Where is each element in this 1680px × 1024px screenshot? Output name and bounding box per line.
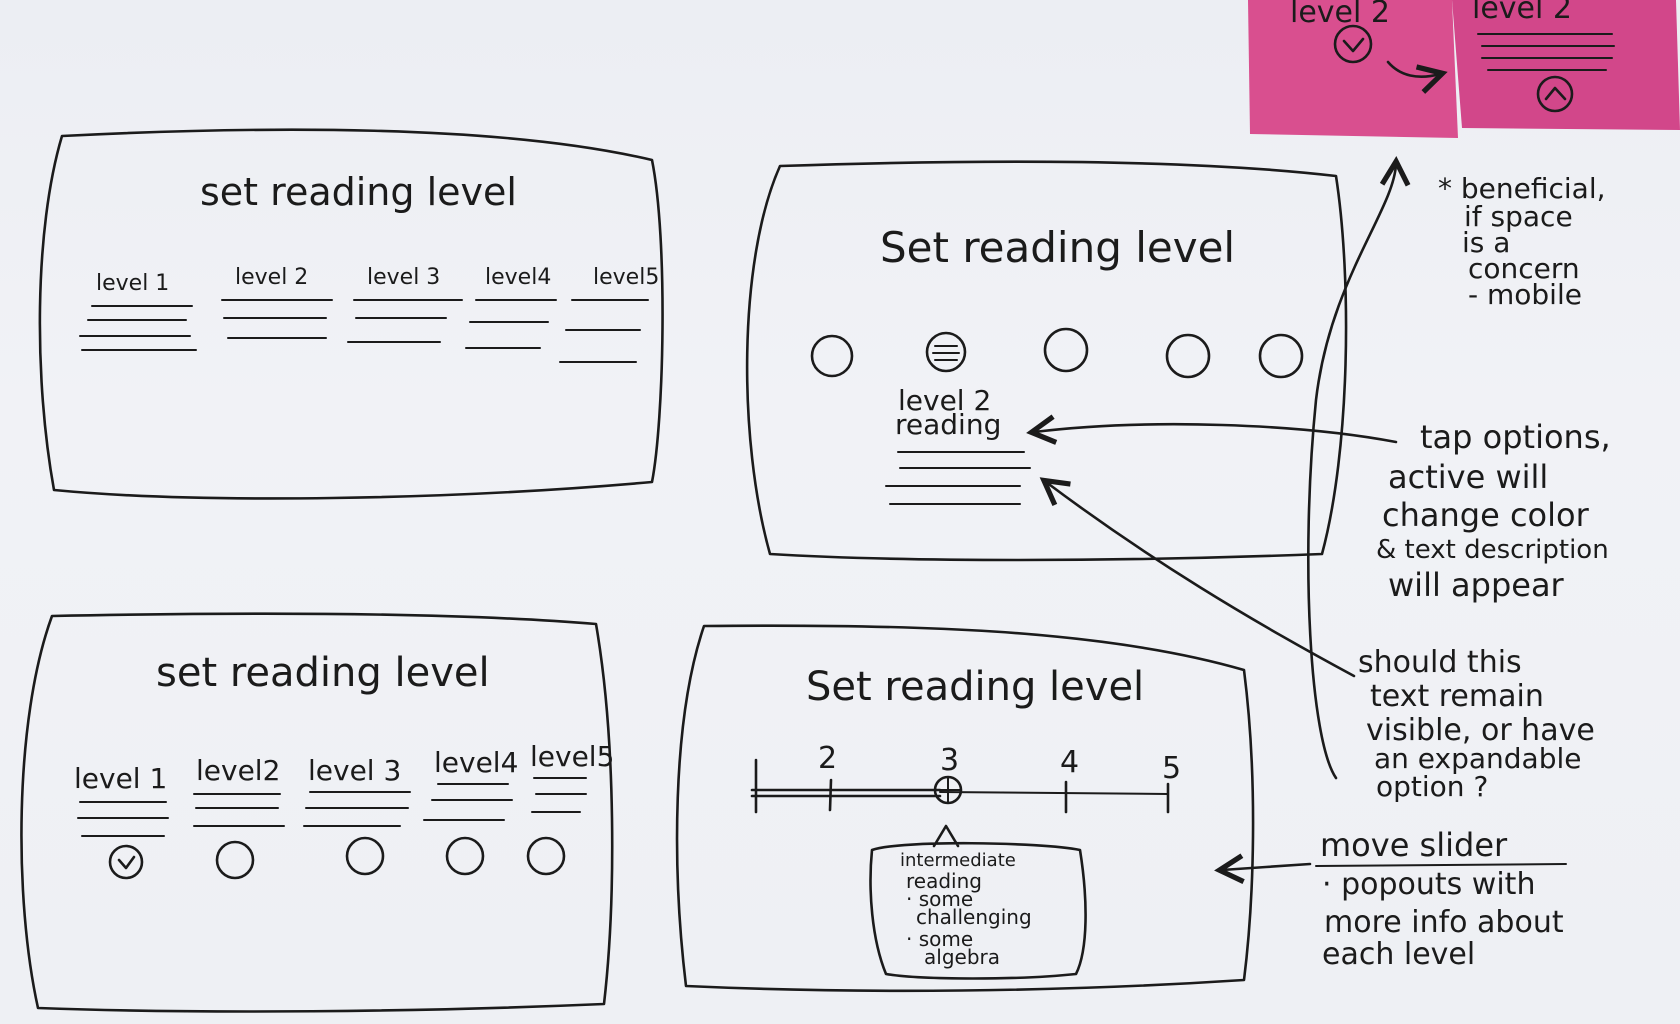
note-slider-line-2: · popouts with — [1322, 867, 1535, 902]
sketch-1-level-2: level 2 — [235, 265, 308, 290]
sketch-3-level-2: level2 — [196, 754, 280, 787]
popout-line-2: reading — [906, 869, 982, 893]
note-tap-line-5: will appear — [1388, 566, 1565, 604]
check-icon — [117, 855, 136, 870]
level-radio-5 — [1258, 333, 1304, 379]
level-radio-2 — [215, 840, 255, 880]
sticky-note-expanded: level 2 — [1452, 0, 1680, 130]
arrow-icon — [1386, 60, 1448, 94]
popout-line-4: challenging — [916, 905, 1032, 929]
level-radio-1 — [810, 334, 854, 378]
note-sticky-line-2: if space — [1464, 200, 1573, 233]
sketch-3-text-lines — [77, 777, 587, 837]
sketch-1-level-5: level5 — [593, 265, 659, 290]
sketch-1-level-4: level4 — [485, 265, 551, 290]
note-question-line-1: should this — [1358, 645, 1522, 680]
arrow-to-sticky — [1307, 156, 1411, 780]
note-slider: move slider · popouts with more info abo… — [1315, 826, 1567, 972]
note-slider-underline — [1315, 863, 1567, 867]
note-sticky-line-4: concern — [1468, 252, 1580, 285]
slider-track — [939, 791, 1169, 795]
arrow-slider — [1214, 853, 1312, 884]
sketch-3-frame: set reading level level 1 level2 level 3… — [20, 612, 614, 1013]
sticky-note-collapsed: level 2 — [1248, 0, 1458, 138]
note-tap-line-2: active will — [1388, 458, 1548, 496]
level-radio-3 — [345, 836, 385, 876]
level-radio-5 — [526, 836, 566, 876]
sticky-left-label: level 2 — [1290, 0, 1390, 30]
sketch-1-level-1: level 1 — [96, 271, 169, 296]
note-tap-line-3: change color — [1382, 496, 1590, 534]
level-radio-4 — [445, 836, 485, 876]
sketch-3-title: set reading level — [156, 650, 490, 696]
note-question-line-4: an expandable — [1374, 742, 1582, 775]
note-question-line-5: option ? — [1376, 770, 1488, 803]
popout-line-3: · some — [906, 887, 973, 911]
note-sticky: * beneficial, if space is a concern - mo… — [1438, 172, 1606, 311]
slider-tick-label-5: 5 — [1162, 751, 1181, 786]
sketch-2-frame: Set reading level level 2 reading — [745, 160, 1348, 562]
level-radio-2-selected — [925, 331, 967, 373]
slider-tick-label-4: 4 — [1060, 745, 1079, 780]
arrow-tap-options — [1026, 414, 1398, 445]
sketch-4-title: Set reading level — [806, 664, 1144, 710]
chevron-down-icon — [1342, 37, 1365, 53]
sketch-2-title: Set reading level — [880, 223, 1235, 272]
note-tap-line-1: tap options, — [1420, 418, 1611, 456]
popout-line-1: intermediate — [900, 850, 1016, 871]
sketch-2-selected-label-2: reading — [895, 408, 1001, 441]
sketch-3-level-5: level5 — [530, 740, 614, 773]
radio-fill-hatch — [932, 345, 960, 361]
popout-line-6: algebra — [924, 945, 1000, 969]
note-slider-line-4: each level — [1322, 937, 1475, 972]
sketch-3-level-3: level 3 — [308, 754, 401, 787]
sketch-2-selected-label-1: level 2 — [898, 384, 991, 417]
note-question-line-2: text remain — [1370, 679, 1544, 714]
level-radio-4 — [1165, 333, 1211, 379]
note-slider-line-3: more info about — [1324, 905, 1564, 940]
popout-line-5: · some — [906, 927, 973, 951]
note-question-line-3: visible, or have — [1366, 713, 1595, 748]
sketch-3-level-1: level 1 — [74, 762, 167, 795]
sketch-4-frame: Set reading level 2 3 4 5 intermediate r… — [675, 624, 1255, 993]
note-sticky-line-3: is a — [1462, 226, 1510, 259]
sketch-3-level-4: level4 — [434, 746, 518, 779]
sketch-1-frame: set reading level level 1 level 2 level … — [38, 128, 664, 500]
note-question: should this text remain visible, or have… — [1358, 645, 1595, 803]
sketch-1-level-3: level 3 — [367, 265, 440, 290]
sketch-2-text-lines — [885, 451, 1031, 505]
level-radio-checked — [108, 844, 144, 880]
level-radio-3 — [1043, 327, 1089, 373]
note-tap-options: tap options, active will change color & … — [1376, 418, 1611, 604]
slider-tick-label-3: 3 — [940, 743, 959, 778]
slider-tick-label-2: 2 — [818, 741, 837, 776]
sketch-1-title: set reading level — [200, 170, 517, 214]
sketch-1-text-lines — [79, 299, 649, 363]
slider-tick-2 — [828, 778, 833, 812]
popout-bubble — [869, 824, 1087, 980]
note-tap-line-4: & text description — [1376, 535, 1609, 565]
sticky-right-label: level 2 — [1472, 0, 1572, 26]
chevron-up-icon — [1544, 86, 1567, 101]
note-slider-line-1: move slider — [1320, 826, 1508, 864]
note-sticky-line-1: * beneficial, — [1438, 172, 1606, 205]
note-sticky-line-5: - mobile — [1468, 278, 1582, 311]
